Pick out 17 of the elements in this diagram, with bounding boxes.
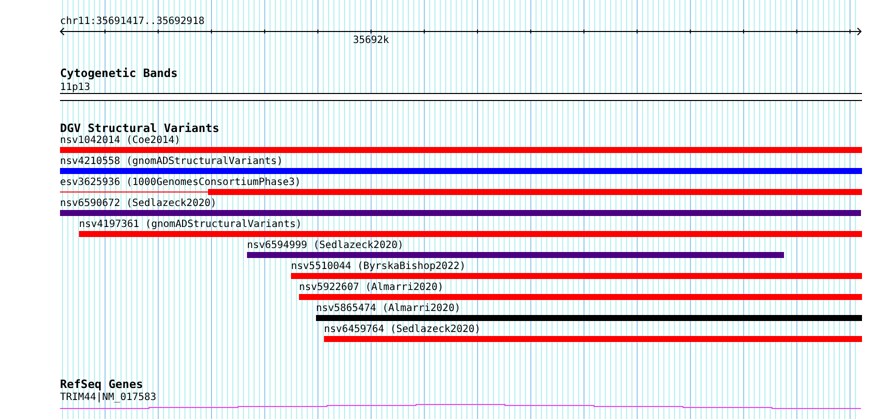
variant-label: nsv5865474 (Almarri2020) [316, 302, 460, 314]
variant-label: nsv6459764 (Sedlazeck2020) [324, 324, 481, 334]
track-title: DGV Structural Variants [60, 122, 220, 134]
variant-label: esv3625936 (1000GenomesConsortiumPhase3) [60, 176, 301, 188]
locus-coordinates: chr11:35691417..35692918 [60, 16, 204, 26]
variant-label: nsv5510044 (ByrskaBishop2022) [291, 260, 466, 272]
variant-label: nsv5922607 (Almarri2020) [299, 282, 444, 292]
variant-label: nsv1042014 (Coe2014) [60, 134, 180, 146]
gene-label: TRIM44|NM_017583 [60, 392, 156, 402]
tick-label: 35692k [352, 34, 390, 46]
variant-label: nsv6590672 (Sedlazeck2020) [60, 198, 217, 208]
variant-label: nsv4210558 (gnomADStructuralVariants) [60, 156, 283, 166]
track-title: RefSeq Genes [60, 378, 144, 390]
variant-label: nsv6594999 (Sedlazeck2020) [247, 240, 404, 250]
track-title: Cytogenetic Bands [60, 66, 178, 80]
variant-label: nsv4197361 (gnomADStructuralVariants) [79, 218, 302, 230]
band-label: 11p13 [60, 82, 90, 92]
